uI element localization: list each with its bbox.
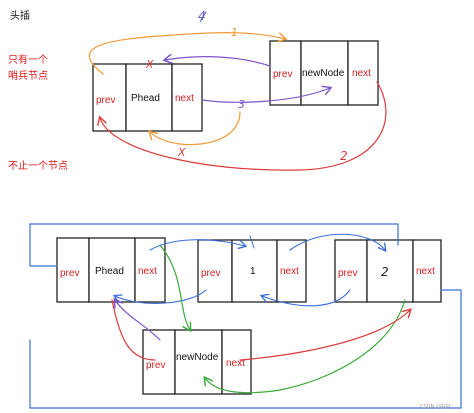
- bottom-newnode-prev-label: prev: [146, 360, 165, 371]
- top-arrow-step2: [100, 81, 387, 171]
- bottom-node-1-next-label: next: [280, 266, 299, 277]
- bottom-node-1: prev 1 next: [197, 239, 307, 303]
- bottom-node-2-next-cell: [412, 239, 442, 303]
- note-only-sentinel-line1: 只有一个: [8, 53, 48, 66]
- bottom-node-2: prev 2 next: [334, 239, 442, 303]
- note-only-sentinel-line2: 哨兵节点: [8, 69, 48, 82]
- top-phead-next-cell: [171, 63, 203, 132]
- watermark: CSDN @好好: [420, 403, 451, 410]
- bottom-arrow-node2-prev-to-node1: [262, 289, 351, 307]
- bottom-arrow-green-phead-to-newnode: [159, 244, 190, 330]
- bottom-phead-prev-label: prev: [60, 268, 79, 279]
- bottom-arrow-red-phead-to-newnode: [111, 299, 156, 361]
- bottom-phead-next-label: next: [138, 266, 157, 277]
- top-phead-data-cell: [125, 63, 173, 132]
- bottom-arrow-node1-to-node2: [289, 233, 385, 250]
- bottom-node-1-next-cell: [276, 239, 307, 303]
- bottom-node-1-data-cell: [231, 239, 278, 303]
- bottom-newnode-next-label: next: [226, 358, 245, 369]
- bottom-node-2-label: 2: [381, 265, 389, 279]
- top-newnode: prev newNode next: [269, 40, 379, 106]
- top-arrow-orange-return: [150, 111, 241, 146]
- bottom-arrow-node1-prev-to-phead: [115, 289, 207, 304]
- diagram-title: 头插: [10, 9, 30, 22]
- note-more-than-one: 不止一个节点: [8, 160, 68, 172]
- bottom-phead-node: prev Phead next: [56, 237, 166, 303]
- bottom-arrow-newnode-prev-to-phead: [115, 300, 161, 341]
- top-phead-next-label: next: [175, 93, 194, 104]
- top-phead-node: prev Phead next: [92, 63, 203, 132]
- bottom-arrow-outer-bottom-loop: [29, 289, 462, 409]
- top-cross-mark-lower: X: [177, 146, 186, 159]
- top-label-step2: 2: [340, 149, 348, 163]
- bottom-node-1-label: 1: [250, 266, 256, 277]
- top-label-step4-stroke: [199, 11, 207, 23]
- bottom-phead-label: Phead: [95, 266, 124, 277]
- top-arrow-step4: [88, 32, 285, 75]
- bottom-tick-mark: [249, 235, 255, 249]
- bottom-node-2-prev-label: prev: [338, 268, 357, 279]
- top-newnode-next-label: next: [352, 68, 371, 79]
- top-label-step3: 3: [238, 98, 245, 111]
- top-label-step4: 4: [198, 9, 206, 23]
- top-cross-mark-upper: X: [145, 58, 154, 71]
- bottom-phead-prev-cell: [56, 237, 90, 303]
- bottom-arrow-outer-top-loop: [29, 223, 399, 267]
- bottom-newnode-next-cell: [221, 329, 252, 395]
- top-newnode-next-cell: [347, 40, 379, 106]
- bottom-phead-next-cell: [134, 237, 166, 303]
- top-newnode-label: newNode: [302, 68, 345, 79]
- top-phead-label: Phead: [131, 93, 160, 104]
- bottom-newnode-label: newNode: [176, 352, 219, 363]
- bottom-node-2-prev-cell: [334, 239, 368, 303]
- top-phead-prev-label: prev: [96, 95, 115, 106]
- bottom-arrow-phead-to-node1: [149, 239, 245, 251]
- bottom-node-2-data-cell: [366, 239, 414, 303]
- top-newnode-prev-label: prev: [273, 69, 292, 80]
- bottom-node-2-next-label: next: [416, 266, 435, 277]
- bottom-arrow-newnode-next-to-node2: [239, 310, 410, 361]
- bottom-newnode: prev newNode next: [142, 329, 252, 395]
- top-label-step1: 1: [231, 26, 238, 39]
- bottom-node-1-prev-label: prev: [201, 268, 220, 279]
- top-arrow-step3: [201, 88, 330, 103]
- bottom-arrow-green-node2-to-newnode: [205, 299, 406, 394]
- bottom-phead-data-cell: [88, 237, 136, 303]
- top-arrow-newnode-prev-to-phead: [165, 57, 271, 67]
